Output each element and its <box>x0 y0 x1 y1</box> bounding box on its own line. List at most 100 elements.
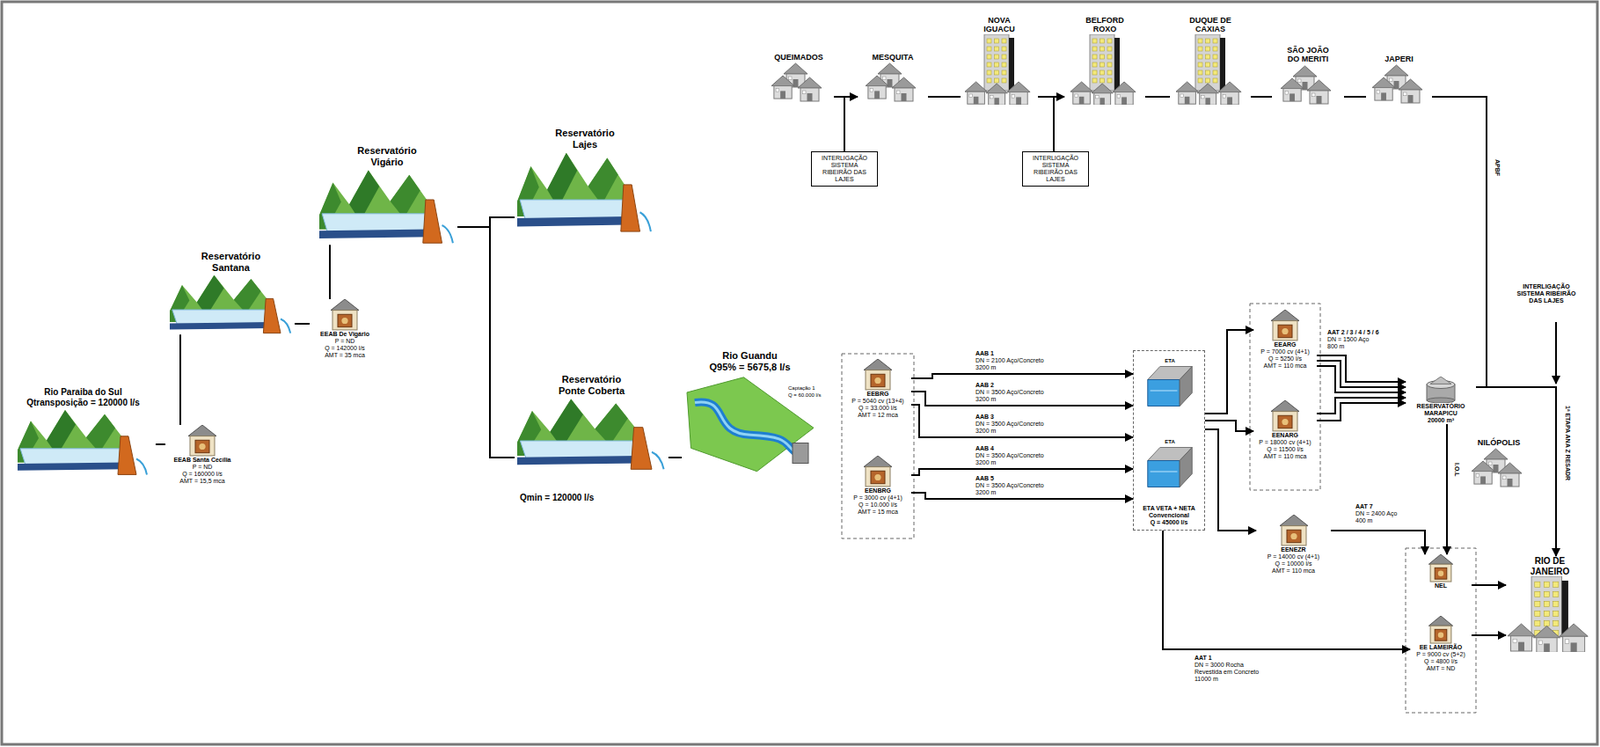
circle-part <box>1438 632 1444 638</box>
rect-part <box>1199 92 1217 104</box>
rect-part <box>1180 94 1184 98</box>
rect-part <box>1402 92 1407 96</box>
city: NILÓPOLIS <box>1464 438 1534 488</box>
rect-part <box>993 97 999 105</box>
rect-part <box>994 70 1000 75</box>
city: RIO DE JANEIRO <box>1505 555 1594 652</box>
pipe-connector <box>844 96 858 152</box>
node-title: Rio Paraiba do Sul <box>43 387 122 398</box>
text-group: EEAB Santa CecíliaP = NDQ = 160000 l/sAM… <box>174 456 232 485</box>
text-group: EENEZRP = 14000 cv (4+1)Q = 10000 l/sAMT… <box>1267 546 1320 575</box>
rect-part <box>1553 610 1559 616</box>
text-group: NOVA IGUACU <box>976 15 1023 35</box>
rect-part <box>1278 324 1293 337</box>
treatment-plant: ETA VETA + NETAConvencionalQ = 45000 l/s… <box>1132 350 1206 531</box>
rect-part <box>1507 478 1513 487</box>
pump-icon <box>860 358 896 391</box>
pipe-label: Q = 60.000 l/s <box>787 392 823 399</box>
text-group: EEBRGP = 5040 cv (13+4)Q = 33.000 l/sAMT… <box>851 390 904 419</box>
text-group: INTERLIGAÇÃO SISTEMA RIBEIRÃO DAS LAJES <box>1028 154 1083 183</box>
rect-part <box>986 70 992 75</box>
polygon-part <box>1497 462 1522 474</box>
pipe-connector <box>927 95 961 98</box>
polygon-part <box>1271 400 1300 412</box>
node-detail: P = 9000 cv (5+2) <box>1416 650 1466 658</box>
rect-part <box>870 373 885 387</box>
node-title: MESQUITA <box>872 52 914 62</box>
rect-part <box>1107 62 1112 67</box>
rect-part <box>874 91 880 100</box>
pipe-connector <box>1330 530 1425 555</box>
rect-part <box>1121 96 1127 105</box>
text-group: ETA <box>1164 357 1176 365</box>
node-title: SÃO JOÃO DO MERITI <box>1283 45 1333 65</box>
pipe-label: 11000 m <box>1193 675 1220 683</box>
node-title: INTERLIGAÇÃO SISTEMA RIBEIRÃO DAS LAJES <box>1028 154 1083 183</box>
river-source: Rio Paraiba do SulQtransposição = 120000… <box>10 387 156 476</box>
pipe-connector <box>911 468 1133 475</box>
polygon-part <box>86 414 116 453</box>
polygon-part <box>188 424 217 437</box>
rect-part <box>1534 610 1541 616</box>
rect-part <box>1107 46 1112 52</box>
city: JAPERI <box>1366 54 1432 104</box>
pump-station: EENARGP = 18000 cv (4+1)Q = 11500 l/sAMT… <box>1253 400 1317 461</box>
text-group: Reservatório Vigário <box>347 145 427 168</box>
rect-part <box>1512 638 1517 643</box>
line-part <box>1150 389 1178 391</box>
group-box <box>1405 547 1476 713</box>
rect-part <box>986 78 992 83</box>
pump-icon <box>1425 615 1456 644</box>
node-title: ETA <box>1164 357 1176 365</box>
rect-part <box>865 467 891 487</box>
rect-part <box>994 46 1000 52</box>
pipe-label: DN = 1500 Aço <box>1326 336 1370 344</box>
pipe-label: DN = 3500 Aço/Concreto <box>974 452 1045 460</box>
polygon-part <box>1147 379 1180 406</box>
polygon-part <box>330 299 359 311</box>
pipe-connector <box>1431 96 1487 388</box>
pipe-connector <box>1316 402 1406 421</box>
polygon-part <box>1307 80 1331 91</box>
rect-part <box>1198 54 1203 59</box>
rect-part <box>1205 62 1211 67</box>
rect-part <box>1475 474 1480 478</box>
pipe-tag: I.O.L <box>1453 461 1461 478</box>
pipe-label: AAT 1 <box>1193 654 1213 662</box>
node-title: EEBRG <box>867 390 890 398</box>
node-detail: P = ND <box>192 463 213 471</box>
rect-part <box>973 95 979 103</box>
treatment-unit: ETA <box>1142 438 1198 490</box>
pipe-label: DN = 2100 Aço/Concreto <box>974 357 1045 365</box>
node-detail: Q = 33.000 l/s <box>858 404 898 412</box>
polygon-part <box>1430 376 1452 384</box>
rect-part <box>1094 92 1111 104</box>
node-title: DUQUE DE CAXIAS <box>1187 15 1234 35</box>
polygon-part <box>594 403 628 446</box>
polygon-part <box>117 436 137 475</box>
rect-part <box>1100 46 1105 52</box>
rect-part <box>1309 90 1329 104</box>
rect-part <box>1107 38 1112 44</box>
pipe-label: AAB 4 <box>974 445 995 453</box>
circle-part <box>874 377 881 384</box>
text-group: Rio Paraiba do SulQtransposição = 120000… <box>26 387 140 408</box>
rect-part <box>1092 38 1097 44</box>
node-detail: 20000 m³ <box>1427 416 1454 424</box>
node-title: EEAB Santa Cecília <box>174 456 232 464</box>
polygon-part <box>517 455 640 465</box>
polygon-part <box>233 278 261 314</box>
rect-part <box>994 62 1000 67</box>
rect-part <box>1212 46 1218 52</box>
polygon-part <box>1070 81 1093 92</box>
house-icon <box>1471 446 1527 488</box>
node-title: QUEIMADOS <box>774 52 824 62</box>
rect-part <box>868 86 886 100</box>
polygon-part <box>771 75 795 87</box>
rect-part <box>1488 461 1492 466</box>
pipe-connector <box>1471 634 1506 636</box>
pipe-connector <box>668 456 682 459</box>
pipe-connector <box>1344 95 1367 98</box>
